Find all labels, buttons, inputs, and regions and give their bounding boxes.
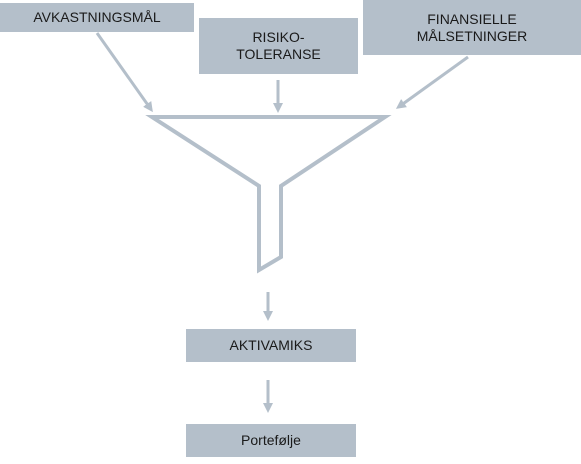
risk-tolerance-box: RISIKO- TOLERANSE (199, 18, 358, 74)
portfolio-label: Portefølje (241, 432, 301, 448)
arrow-diagonal-icon (95, 32, 153, 113)
asset-mix-box: AKTIVAMIKS (186, 329, 356, 362)
asset-mix-label: AKTIVAMIKS (229, 337, 313, 353)
financial-goals-box: FINANSIELLE MÅLSETNINGER (363, 0, 581, 55)
funnel-icon (145, 115, 392, 274)
arrow-diagonal-icon (395, 55, 469, 109)
return-goal-label: AVKASTNINGSMÅL (33, 9, 161, 25)
return-goal-box: AVKASTNINGSMÅL (0, 3, 194, 32)
risk-tolerance-label-line2: TOLERANSE (236, 46, 321, 62)
financial-goals-label-line2: MÅLSETNINGER (416, 27, 528, 44)
portfolio-box: Portefølje (186, 424, 356, 457)
risk-tolerance-label-line1: RISIKO- (252, 29, 305, 45)
financial-goals-label-line1: FINANSIELLE (427, 10, 517, 27)
